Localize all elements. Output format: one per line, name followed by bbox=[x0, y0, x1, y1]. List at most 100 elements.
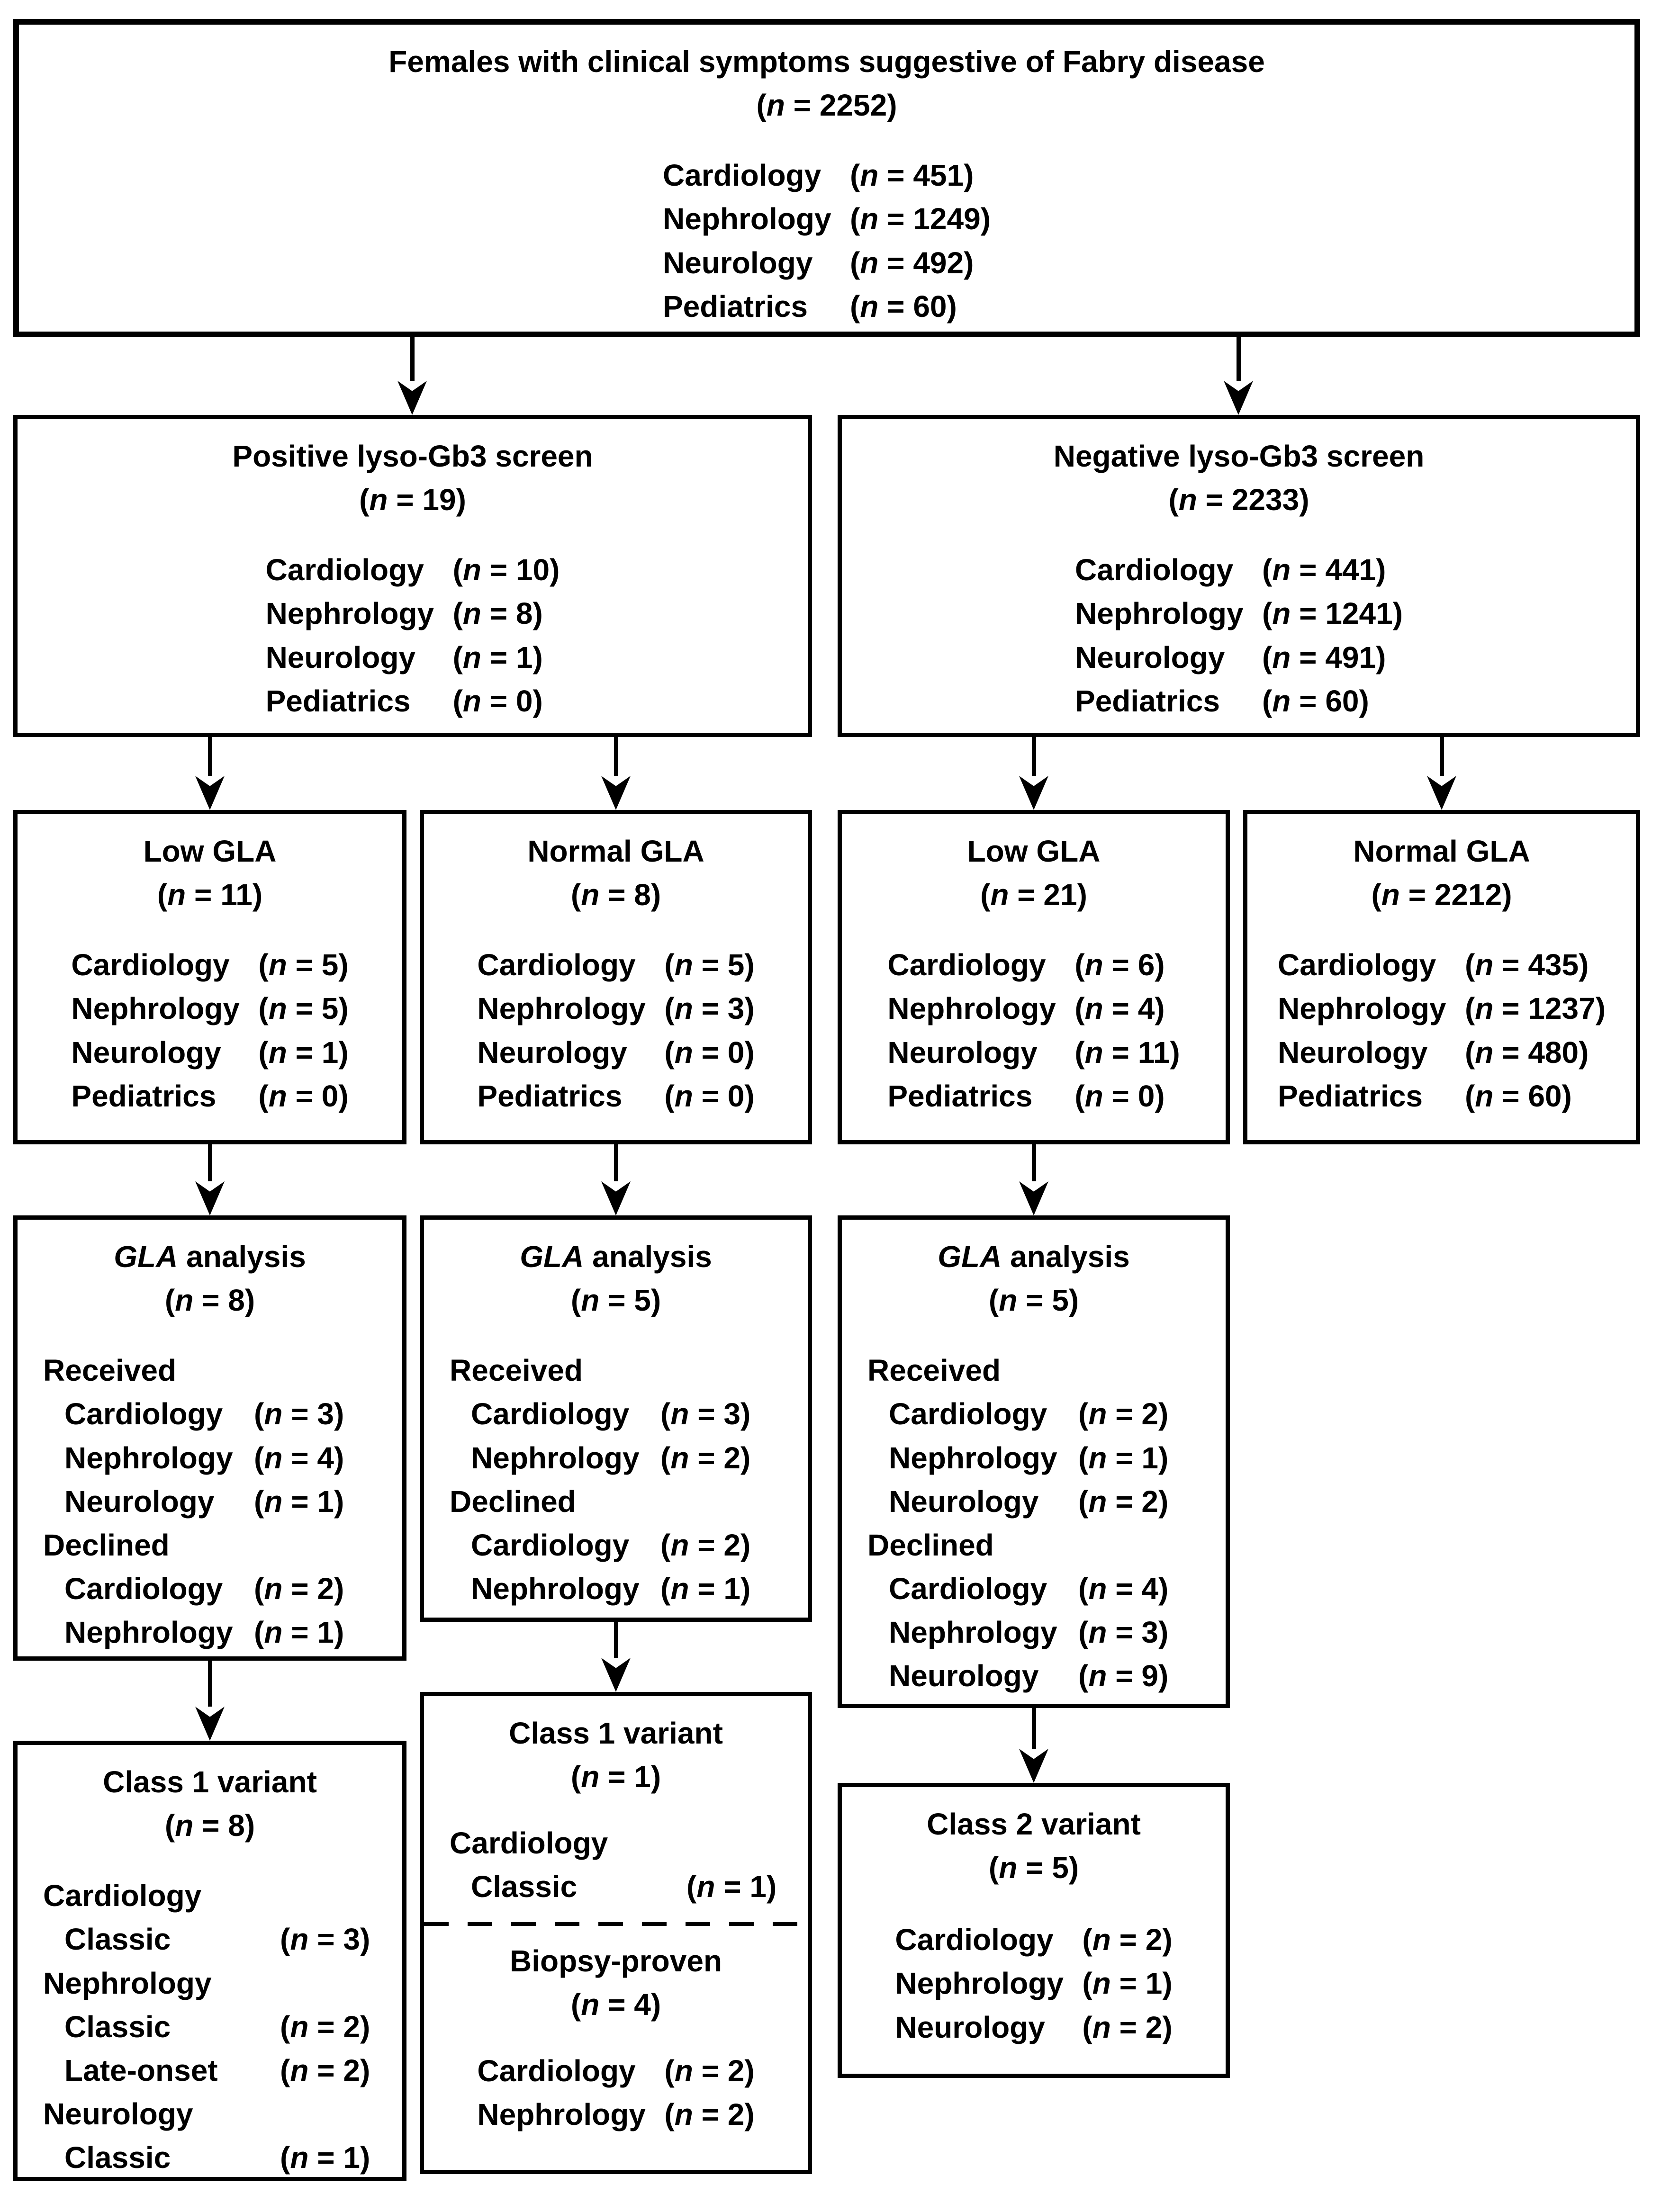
box-n: (n = 2233) bbox=[1168, 483, 1309, 517]
arrow-head-icon bbox=[601, 1181, 631, 1215]
box-negative-lyso-gb3: Negative lyso-Gb3 screen (n = 2233) Card… bbox=[838, 415, 1640, 737]
specialty-breakdown: Cardiology (n = 441) Nephrology (n = 124… bbox=[1075, 548, 1403, 723]
box-title: Normal GLA bbox=[527, 834, 704, 868]
specialty-breakdown: Cardiology (n = 435) Nephrology (n = 123… bbox=[1278, 943, 1606, 1118]
specialty-label: Pediatrics bbox=[1074, 683, 1220, 718]
count-value: (n = 4) bbox=[1078, 1572, 1169, 1606]
count-value: (n = 2) bbox=[660, 1528, 751, 1562]
box-title: Low GLA bbox=[967, 834, 1101, 868]
stat-row: Pediatrics (n = 60) bbox=[663, 285, 991, 328]
specialty-label: Pediatrics bbox=[71, 1079, 217, 1113]
arrow-shaft bbox=[1031, 1144, 1036, 1181]
stat-row: Cardiology (n = 10) bbox=[266, 548, 560, 592]
specialty-label: Cardiology bbox=[64, 1397, 223, 1431]
specialty-group-header: Nephrology bbox=[43, 1966, 212, 2000]
count-value: (n = 0) bbox=[664, 1035, 755, 1070]
specialty-label: Cardiology bbox=[471, 1397, 630, 1431]
count-value: (n = 2) bbox=[664, 2097, 755, 2132]
count-value: (n = 4) bbox=[254, 1440, 344, 1475]
box-positive-lyso-gb3: Positive lyso-Gb3 screen (n = 19) Cardio… bbox=[13, 415, 812, 737]
stat-row: Neurology (n = 2) bbox=[895, 2005, 1172, 2049]
subsection-n: (n = 4) bbox=[570, 1987, 661, 2022]
stat-row: Cardiology (n = 451) bbox=[663, 153, 991, 197]
box-title: GLA analysis bbox=[438, 1235, 794, 1278]
box-total-cohort: Females with clinical symptoms suggestiv… bbox=[13, 19, 1640, 337]
flow-arrow bbox=[397, 337, 427, 415]
count-value: (n = 9) bbox=[1078, 1659, 1169, 1693]
phenotype-label: Classic bbox=[64, 2140, 171, 2175]
count-value: (n = 0) bbox=[1074, 1079, 1165, 1113]
specialty-group-header: Cardiology bbox=[43, 1879, 202, 1913]
flow-arrow bbox=[1019, 1144, 1048, 1215]
arrow-head-icon bbox=[1019, 776, 1048, 810]
count-value: (n = 1241) bbox=[1262, 596, 1403, 631]
specialty-label: Neurology bbox=[1277, 1035, 1428, 1070]
stat-row: Classic (n = 1) bbox=[43, 2136, 388, 2179]
count-value: (n = 480) bbox=[1464, 1035, 1589, 1070]
flow-arrow bbox=[1019, 737, 1048, 810]
box-n: (n = 5) bbox=[570, 1283, 661, 1318]
specialty-label: Neurology bbox=[265, 640, 416, 674]
count-value: (n = 3) bbox=[664, 991, 755, 1026]
count-value: (n = 6) bbox=[1074, 948, 1165, 982]
stat-row: Neurology (n = 492) bbox=[663, 241, 991, 285]
stat-row: Classic (n = 1) bbox=[450, 1865, 794, 1908]
arrow-head-icon bbox=[1019, 1749, 1048, 1783]
dashed-divider bbox=[424, 1922, 808, 1926]
stat-row: Cardiology (n = 2) bbox=[43, 1567, 388, 1610]
stat-row: Cardiology (n = 2) bbox=[867, 1392, 1211, 1436]
stat-row: Nephrology (n = 5) bbox=[71, 987, 348, 1030]
arrow-shaft bbox=[1031, 737, 1036, 776]
arrow-shaft bbox=[614, 1144, 618, 1181]
arrow-shaft bbox=[614, 1622, 618, 1658]
specialty-label: Cardiology bbox=[887, 948, 1046, 982]
specialty-label: Nephrology bbox=[1277, 991, 1446, 1026]
arrow-head-icon bbox=[601, 776, 631, 810]
arrow-head-icon bbox=[1427, 776, 1456, 810]
count-value: (n = 0) bbox=[452, 683, 543, 718]
specialty-label: Pediatrics bbox=[1277, 1079, 1423, 1113]
stat-row: Nephrology (n = 3) bbox=[867, 1610, 1211, 1654]
count-value: (n = 60) bbox=[1464, 1079, 1572, 1113]
count-value: (n = 3) bbox=[280, 1922, 370, 1957]
specialty-label: Neurology bbox=[662, 245, 813, 280]
count-value: (n = 0) bbox=[664, 1079, 755, 1113]
box-normal-gla-positive: Normal GLA (n = 8) Cardiology (n = 5) Ne… bbox=[420, 810, 812, 1144]
stat-row: Nephrology (n = 3) bbox=[477, 987, 754, 1030]
arrow-head-icon bbox=[601, 1658, 631, 1692]
specialty-label: Cardiology bbox=[64, 1572, 223, 1606]
section-received: Received bbox=[450, 1353, 583, 1388]
gene-name: GLA bbox=[938, 1240, 1002, 1274]
specialty-breakdown: Cardiology (n = 451) Nephrology (n = 124… bbox=[663, 153, 991, 328]
count-value: (n = 1) bbox=[258, 1035, 349, 1070]
box-class1-variant-positive-normal: Class 1 variant (n = 1) Cardiology Class… bbox=[420, 1692, 812, 2174]
phenotype-label: Classic bbox=[64, 2009, 171, 2044]
specialty-label: Neurology bbox=[64, 1484, 215, 1519]
count-value: (n = 1) bbox=[280, 2140, 370, 2175]
box-n: (n = 1) bbox=[570, 1760, 661, 1794]
count-value: (n = 1) bbox=[1082, 1966, 1173, 2001]
specialty-label: Nephrology bbox=[1074, 596, 1244, 631]
title-rest: analysis bbox=[584, 1240, 712, 1274]
count-value: (n = 2) bbox=[664, 2053, 755, 2088]
arrow-shaft bbox=[1439, 737, 1444, 776]
box-n: (n = 8) bbox=[570, 878, 661, 912]
specialty-label: Neurology bbox=[887, 1035, 1038, 1070]
stat-row: Nephrology (n = 4) bbox=[43, 1436, 388, 1480]
specialty-label: Cardiology bbox=[662, 158, 821, 193]
count-value: (n = 60) bbox=[1262, 683, 1369, 718]
flow-arrow bbox=[1427, 737, 1456, 810]
specialty-label: Cardiology bbox=[471, 1528, 630, 1562]
stat-row: Neurology (n = 11) bbox=[887, 1031, 1180, 1074]
box-n: (n = 21) bbox=[980, 878, 1087, 912]
stat-row: Nephrology (n = 4) bbox=[887, 987, 1180, 1030]
stat-row: Classic (n = 3) bbox=[43, 1917, 388, 1961]
flow-arrow bbox=[195, 1144, 225, 1215]
section-declined: Declined bbox=[867, 1528, 994, 1562]
box-n: (n = 2252) bbox=[756, 88, 897, 123]
gene-name: GLA bbox=[114, 1240, 178, 1274]
flow-arrow bbox=[195, 1661, 225, 1741]
box-n: (n = 2212) bbox=[1371, 878, 1512, 912]
box-n: (n = 19) bbox=[359, 483, 466, 517]
section-declined: Declined bbox=[43, 1528, 170, 1562]
